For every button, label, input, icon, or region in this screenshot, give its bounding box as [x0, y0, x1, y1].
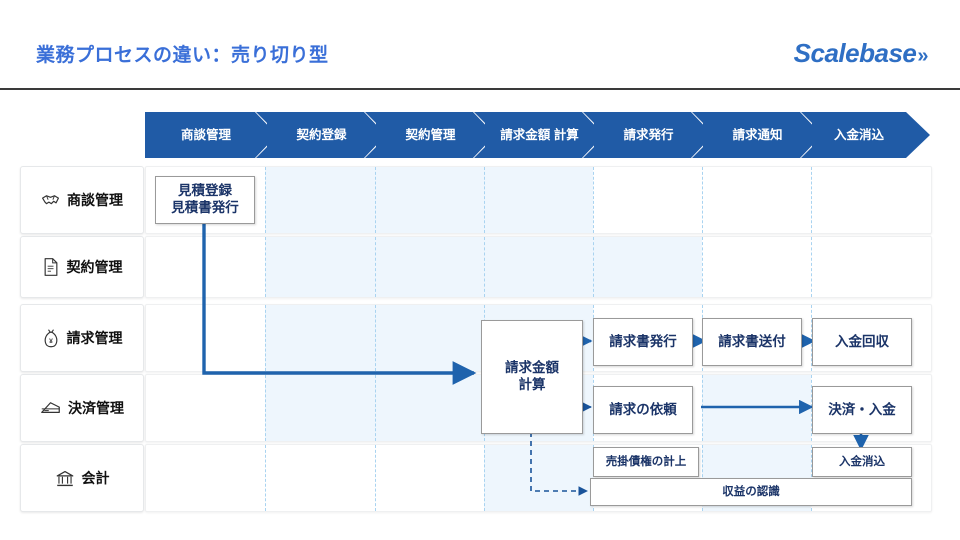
process-step-0[interactable]: 商談管理 — [145, 112, 267, 158]
grid-line — [702, 375, 703, 441]
page-title: 業務プロセスの違い：売り切り型 — [36, 45, 329, 66]
money-bag-icon: ¥ — [44, 329, 57, 348]
node-settlement-deposit[interactable]: 決済・入金 — [812, 386, 912, 434]
grid-line — [375, 237, 376, 297]
grid-line — [265, 445, 266, 511]
brand-chevron-icon: » — [917, 45, 928, 67]
process-step-3[interactable]: 請求金額 計算 — [485, 112, 594, 158]
row-track-negotiation — [145, 166, 932, 234]
node-billing-calc[interactable]: 請求金額 計算 — [481, 320, 583, 434]
node-invoice-send[interactable]: 請求書送付 — [702, 318, 802, 366]
node-label: 請求金額 計算 — [505, 360, 559, 392]
grid-line — [593, 167, 594, 233]
column-tint — [484, 445, 593, 511]
node-label: 請求書発行 — [609, 333, 677, 349]
column-tint — [265, 167, 593, 233]
row-track-contract — [145, 236, 932, 298]
grid-line — [702, 167, 703, 233]
process-step-6[interactable]: 入金消込 — [812, 112, 906, 158]
process-step-label: 商談管理 — [180, 127, 231, 142]
node-payment-collect[interactable]: 入金回収 — [812, 318, 912, 366]
column-tint — [702, 375, 811, 441]
process-step-label: 契約管理 — [405, 127, 456, 142]
process-chevron-bar: 商談管理 契約登録 契約管理 請求金額 計算 請求発行 請求通知 入金消込 — [145, 112, 930, 158]
process-step-label: 入金消込 — [833, 127, 884, 142]
row-label-billing[interactable]: ¥ 請求管理 — [20, 304, 144, 372]
node-quote[interactable]: 見積登録 見積書発行 — [155, 176, 255, 224]
grid-line — [702, 237, 703, 297]
node-label: 見積登録 見積書発行 — [171, 183, 239, 215]
node-label: 請求書送付 — [718, 333, 786, 349]
grid-line — [375, 167, 376, 233]
grid-line — [265, 375, 266, 441]
grid-line — [484, 167, 485, 233]
header-divider — [0, 88, 960, 90]
grid-line — [484, 445, 485, 511]
grid-line — [265, 167, 266, 233]
process-step-label: 契約登録 — [296, 127, 347, 142]
node-receivable-record[interactable]: 売掛債権の計上 — [593, 447, 699, 477]
row-label-accounting[interactable]: 会計 — [20, 444, 144, 512]
grid-line — [375, 305, 376, 371]
row-label-text: 会計 — [81, 470, 110, 486]
row-label-contract[interactable]: 契約管理 — [20, 236, 144, 298]
row-label-text: 請求管理 — [66, 330, 123, 346]
grid-line — [484, 237, 485, 297]
row-label-settlement[interactable]: 決済管理 — [20, 374, 144, 442]
node-invoice-issue[interactable]: 請求書発行 — [593, 318, 693, 366]
grid-line — [265, 305, 266, 371]
row-label-text: 決済管理 — [68, 400, 124, 416]
grid-line — [375, 375, 376, 441]
bank-icon — [56, 470, 73, 486]
process-step-4[interactable]: 請求発行 — [594, 112, 703, 158]
payment-card-icon — [41, 402, 60, 413]
grid-line — [811, 167, 812, 233]
node-label: 入金回収 — [835, 333, 889, 349]
process-step-label: 請求発行 — [623, 127, 674, 142]
process-step-1[interactable]: 契約登録 — [267, 112, 376, 158]
process-step-label: 請求通知 — [732, 127, 783, 142]
brand-wordmark: Scalebase — [793, 38, 917, 68]
row-label-negotiation[interactable]: 商談管理 — [20, 166, 144, 234]
grid-line — [811, 237, 812, 297]
process-step-label: 請求金額 計算 — [500, 127, 579, 142]
chevron-arrowhead-icon — [906, 112, 930, 158]
node-billing-request[interactable]: 請求の依頼 — [593, 386, 693, 434]
grid-line — [593, 237, 594, 297]
handshake-icon — [41, 194, 60, 204]
grid-line — [265, 237, 266, 297]
grid-line — [375, 445, 376, 511]
node-label: 入金消込 — [839, 455, 885, 468]
svg-text:¥: ¥ — [49, 338, 53, 345]
node-label: 収益の認識 — [722, 485, 780, 498]
node-label: 請求の依頼 — [609, 401, 677, 417]
process-step-5[interactable]: 請求通知 — [703, 112, 812, 158]
row-label-text: 契約管理 — [66, 259, 123, 275]
document-icon — [44, 258, 57, 276]
node-label: 決済・入金 — [828, 401, 896, 417]
node-revenue-recognition[interactable]: 収益の認識 — [590, 478, 912, 506]
process-step-2[interactable]: 契約管理 — [376, 112, 485, 158]
row-label-text: 商談管理 — [67, 192, 123, 208]
node-deposit-match[interactable]: 入金消込 — [812, 447, 912, 477]
node-label: 売掛債権の計上 — [605, 455, 687, 468]
scalebase-logo: Scalebase» — [793, 38, 929, 69]
